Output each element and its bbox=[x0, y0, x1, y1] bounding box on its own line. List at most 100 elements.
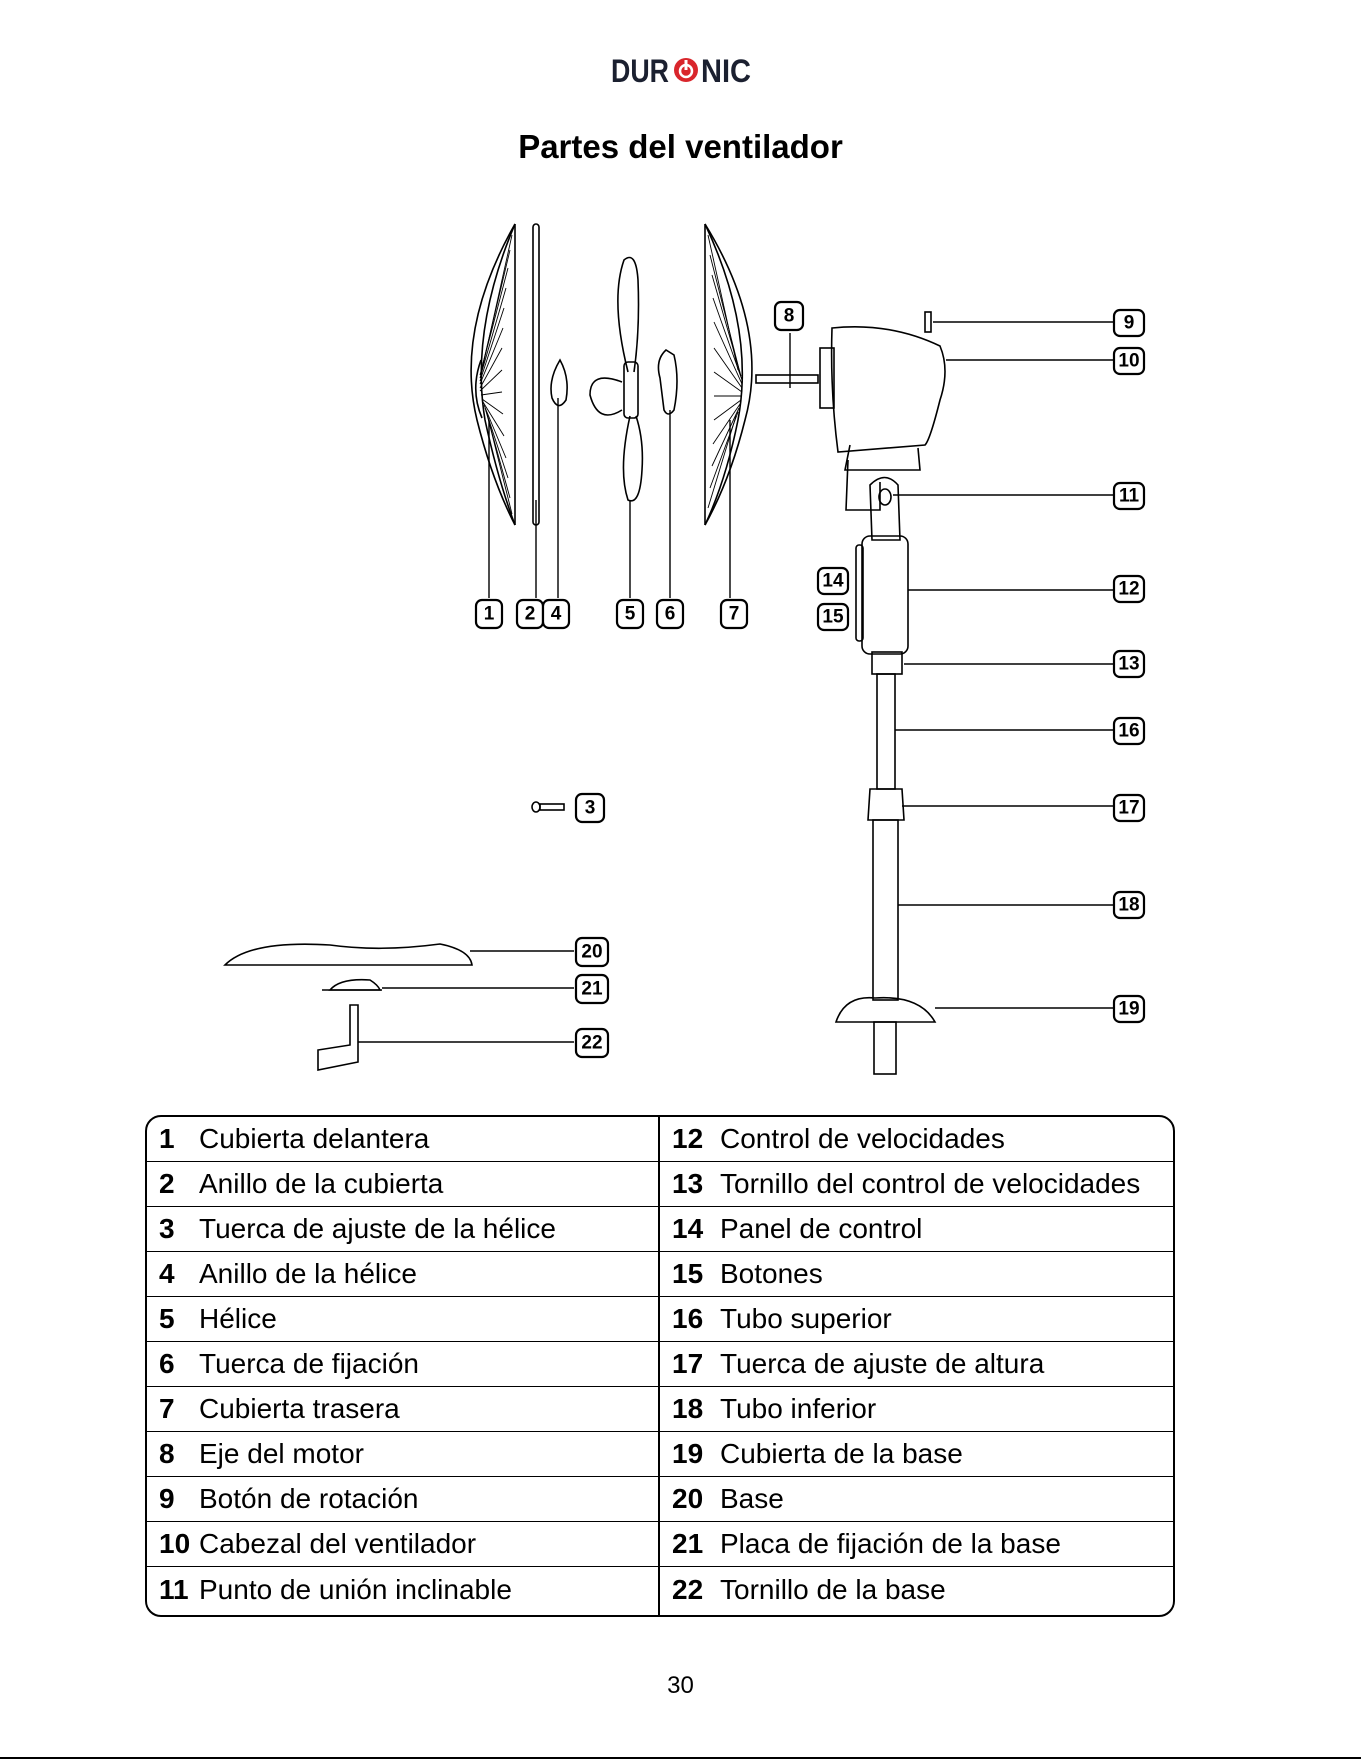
svg-text:20: 20 bbox=[581, 942, 602, 963]
svg-text:21: 21 bbox=[581, 979, 603, 1000]
table-row: 13 Tornillo del control de velocidades bbox=[660, 1162, 1173, 1207]
bottom-divider bbox=[0, 1757, 1361, 1759]
table-row: 16 Tubo superior bbox=[660, 1297, 1173, 1342]
page-title: Partes del ventilador bbox=[518, 128, 843, 165]
callout-4: 4 bbox=[541, 598, 571, 630]
callout-2: 2 bbox=[515, 598, 545, 630]
svg-text:5: 5 bbox=[625, 604, 636, 625]
svg-text:NIC: NIC bbox=[701, 53, 751, 88]
callout-13: 13 bbox=[1112, 649, 1146, 679]
part-number: 9 bbox=[159, 1483, 175, 1514]
part-number: 19 bbox=[672, 1438, 704, 1469]
callout-12: 12 bbox=[1112, 574, 1146, 604]
callout-7: 7 bbox=[719, 598, 749, 630]
svg-text:19: 19 bbox=[1118, 999, 1139, 1020]
part-name: Control de velocidades bbox=[720, 1123, 1005, 1154]
part-number: 21 bbox=[672, 1528, 704, 1559]
fixing-nut-drawing bbox=[657, 349, 678, 415]
svg-text:2: 2 bbox=[525, 604, 536, 625]
part-number: 17 bbox=[672, 1348, 704, 1379]
front-cover-drawing bbox=[470, 223, 516, 526]
part-name: Tornillo de la base bbox=[720, 1573, 946, 1605]
part-name: Tubo inferior bbox=[720, 1393, 877, 1424]
part-number: 12 bbox=[672, 1123, 704, 1154]
part-number: 13 bbox=[672, 1168, 704, 1199]
base-cover-drawing bbox=[834, 996, 937, 1023]
height-nut-drawing bbox=[867, 788, 905, 821]
part-number: 18 bbox=[672, 1393, 704, 1424]
svg-text:18: 18 bbox=[1118, 895, 1139, 916]
cover-ring-drawing bbox=[532, 223, 540, 526]
duronic-logo-mark: DUR NIC bbox=[611, 53, 751, 88]
rear-cover-drawing bbox=[704, 223, 753, 526]
part-name: Botón de rotación bbox=[199, 1483, 419, 1514]
lower-tube-drawing bbox=[872, 819, 899, 1001]
part-name: Placa de fijación de la base bbox=[720, 1528, 1061, 1559]
part-number: 3 bbox=[159, 1213, 175, 1244]
part-number: 10 bbox=[159, 1528, 191, 1559]
part-name: Anillo de la hélice bbox=[199, 1258, 417, 1289]
speed-control-drawing bbox=[861, 535, 909, 655]
part-number: 15 bbox=[672, 1258, 704, 1289]
part-name: Tornillo del control de velocidades bbox=[720, 1168, 1141, 1199]
base-drawing bbox=[223, 943, 473, 966]
table-row: 3 Tuerca de ajuste de la hélice bbox=[147, 1207, 658, 1252]
fan-head-drawing bbox=[819, 311, 946, 471]
table-row: 10 Cabezal del ventilador bbox=[147, 1522, 658, 1567]
table-row: 12 Control de velocidades bbox=[660, 1117, 1173, 1162]
callout-15: 15 bbox=[816, 602, 850, 632]
svg-text:9: 9 bbox=[1124, 313, 1135, 334]
callout-10: 10 bbox=[1112, 346, 1146, 376]
propeller-drawing bbox=[589, 256, 644, 502]
svg-text:1: 1 bbox=[484, 604, 495, 625]
motor-shaft-drawing bbox=[755, 374, 819, 384]
svg-text:8: 8 bbox=[784, 306, 795, 327]
table-row: 4 Anillo de la hélice bbox=[147, 1252, 658, 1297]
callout-5: 5 bbox=[615, 598, 645, 630]
svg-text:13: 13 bbox=[1118, 654, 1139, 675]
callout-17: 17 bbox=[1112, 793, 1146, 823]
callout-6: 6 bbox=[655, 598, 685, 630]
part-name: Cabezal del ventilador bbox=[199, 1528, 477, 1559]
part-number: 11 bbox=[159, 1573, 189, 1605]
brand-logo: DUR NIC bbox=[0, 52, 1361, 93]
part-name: Tuerca de ajuste de la hélice bbox=[199, 1213, 556, 1244]
callout-20: 20 bbox=[574, 936, 610, 968]
page-number: 30 bbox=[667, 1672, 694, 1699]
part-number: 16 bbox=[672, 1303, 704, 1334]
adjust-screw-drawing bbox=[531, 801, 565, 813]
callout-9: 9 bbox=[1112, 308, 1146, 338]
part-number: 5 bbox=[159, 1303, 175, 1334]
callout-16: 16 bbox=[1112, 716, 1146, 746]
callout-22: 22 bbox=[574, 1027, 610, 1059]
part-name: Cubierta de la base bbox=[720, 1438, 963, 1469]
svg-text:17: 17 bbox=[1118, 798, 1139, 819]
table-row: 21 Placa de fijación de la base bbox=[660, 1522, 1173, 1567]
part-number: 7 bbox=[159, 1393, 175, 1424]
parts-column-right: 12 Control de velocidades 13 Tornillo del … bbox=[660, 1117, 1173, 1615]
table-row: 18 Tubo inferior bbox=[660, 1387, 1173, 1432]
part-name: Hélice bbox=[199, 1303, 277, 1334]
svg-text:6: 6 bbox=[665, 604, 676, 625]
upper-tube-drawing bbox=[876, 673, 896, 790]
propeller-ring-drawing bbox=[550, 358, 568, 407]
part-name: Tubo superior bbox=[720, 1303, 892, 1334]
part-number: 2 bbox=[159, 1168, 175, 1199]
part-number: 8 bbox=[159, 1438, 175, 1469]
svg-text:15: 15 bbox=[822, 607, 844, 628]
callout-19: 19 bbox=[1112, 994, 1146, 1024]
part-name: Cubierta delantera bbox=[199, 1123, 430, 1154]
part-number: 4 bbox=[159, 1258, 175, 1289]
svg-text:14: 14 bbox=[822, 571, 844, 592]
callout-1: 1 bbox=[474, 598, 504, 630]
callout-8: 8 bbox=[773, 300, 805, 332]
part-number: 6 bbox=[159, 1348, 175, 1379]
